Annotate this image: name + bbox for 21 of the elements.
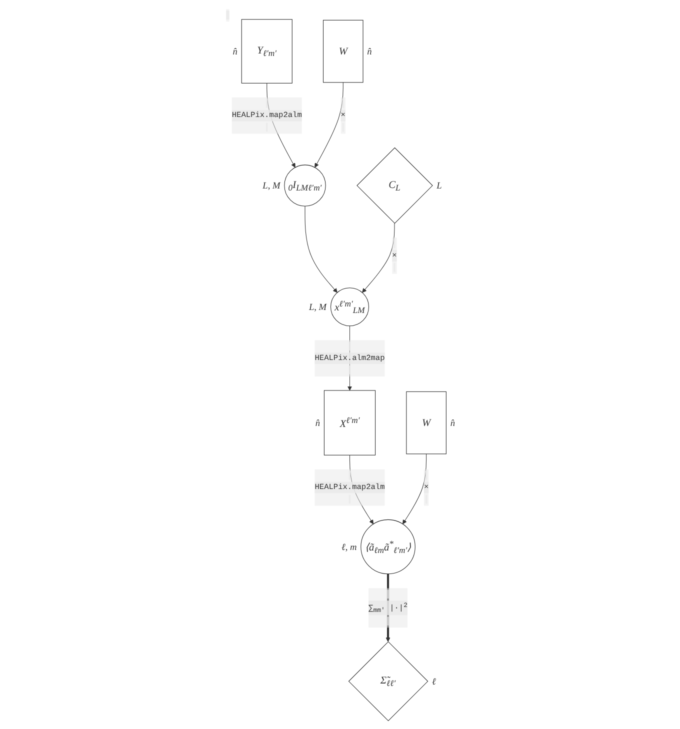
math-circle: ⟨ã$_{ℓm}$ã$^{*}$$_{ℓ′m′}$⟩: [360, 518, 416, 574]
arrow: [304, 205, 338, 292]
math-circle: $_{0}$I$_{LMℓ′m′}$: [284, 164, 326, 206]
index-label: n̂: [450, 418, 455, 428]
arrow: [314, 82, 344, 168]
index-label: n̂: [315, 418, 320, 428]
index-label: L: [436, 181, 442, 192]
index-label: L, M: [262, 181, 280, 192]
index-label: ℓ, m: [341, 542, 357, 552]
index-label: n̂: [232, 46, 238, 57]
math-diamond: Σ̃$_{ℓℓ′}$: [348, 640, 428, 721]
index-label: L, M: [308, 302, 327, 312]
math-box: W: [406, 390, 446, 454]
math-box: X$^{ℓ′m′}$: [324, 390, 376, 455]
math-box: Y$_{ℓ′m′}$: [241, 18, 292, 83]
index-label: n̂: [367, 46, 372, 57]
index-label: ℓ: [432, 676, 436, 687]
arrow: [402, 453, 426, 524]
math-diamond: C$_{L}$: [356, 146, 433, 224]
math-box: W: [322, 19, 364, 82]
arrow: [362, 222, 395, 292]
